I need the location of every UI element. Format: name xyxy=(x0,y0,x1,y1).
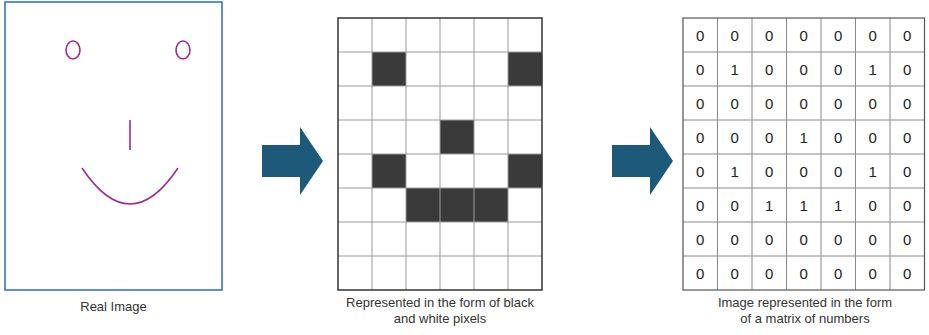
matrix-cell: 0 xyxy=(890,120,925,154)
matrix-cell: 0 xyxy=(752,52,787,86)
matrix-cell: 0 xyxy=(683,222,718,256)
image-frame xyxy=(5,2,222,290)
matrix-cell: 1 xyxy=(787,120,822,154)
matrix-cell: 0 xyxy=(787,154,822,188)
matrix-cell: 0 xyxy=(821,120,856,154)
matrix-cell: 1 xyxy=(718,52,753,86)
matrix-cell: 0 xyxy=(821,222,856,256)
matrix-grid-lines xyxy=(683,18,925,290)
caption-text: Image represented in the form of a matri… xyxy=(715,295,895,327)
block-arrow xyxy=(612,127,673,195)
matrix-cell: 0 xyxy=(890,256,925,290)
pixel-grid-lines xyxy=(338,18,542,290)
matrix-cell: 0 xyxy=(821,86,856,120)
matrix-cell: 0 xyxy=(718,188,753,222)
matrix-cell: 0 xyxy=(683,52,718,86)
matrix-cell: 0 xyxy=(752,154,787,188)
matrix-cell: 1 xyxy=(752,188,787,222)
matrix-cell: 0 xyxy=(787,86,822,120)
matrix-cell: 0 xyxy=(821,154,856,188)
matrix-cell: 0 xyxy=(718,256,753,290)
matrix-cell: 0 xyxy=(683,120,718,154)
matrix-cell: 0 xyxy=(683,256,718,290)
matrix-cell: 0 xyxy=(890,86,925,120)
matrix-cell: 0 xyxy=(718,18,753,52)
matrix-cell: 0 xyxy=(856,222,891,256)
matrix-cell: 0 xyxy=(752,222,787,256)
matrix-cell: 0 xyxy=(890,52,925,86)
matrix-cell: 0 xyxy=(856,86,891,120)
matrix-cell: 0 xyxy=(856,256,891,290)
pixel-grid-border xyxy=(338,18,542,290)
matrix-cell: 0 xyxy=(683,86,718,120)
matrix-border xyxy=(683,18,925,290)
matrix-cell: 1 xyxy=(821,188,856,222)
matrix-cell: 0 xyxy=(718,86,753,120)
matrix-cell: 0 xyxy=(683,18,718,52)
matrix-cell: 0 xyxy=(718,222,753,256)
matrix-cell: 0 xyxy=(752,120,787,154)
matrix-cell: 0 xyxy=(787,256,822,290)
matrix-cell: 0 xyxy=(752,86,787,120)
matrix-cell: 0 xyxy=(856,120,891,154)
matrix-cell: 0 xyxy=(787,52,822,86)
matrix-cell: 0 xyxy=(787,18,822,52)
matrix-cell: 0 xyxy=(890,154,925,188)
matrix-cell: 0 xyxy=(752,18,787,52)
matrix-cell: 0 xyxy=(821,52,856,86)
matrix-cell: 0 xyxy=(890,188,925,222)
matrix-cell: 0 xyxy=(683,154,718,188)
matrix-cell: 0 xyxy=(890,18,925,52)
matrix-cell: 0 xyxy=(821,256,856,290)
matrix-cell: 0 xyxy=(683,188,718,222)
dark-pixels xyxy=(372,52,542,222)
matrix-cell: 1 xyxy=(718,154,753,188)
matrix-cell: 0 xyxy=(856,18,891,52)
matrix-cell: 1 xyxy=(787,188,822,222)
matrix-cell: 0 xyxy=(856,188,891,222)
block-arrow xyxy=(262,127,323,195)
matrix-cell: 1 xyxy=(856,154,891,188)
matrix-cell: 0 xyxy=(890,222,925,256)
matrix-cell: 1 xyxy=(856,52,891,86)
matrix-cell: 0 xyxy=(752,256,787,290)
matrix-cell: 0 xyxy=(821,18,856,52)
matrix-cell: 0 xyxy=(718,120,753,154)
caption-text: Real Image xyxy=(5,299,222,315)
caption-text: Represented in the form of black and whi… xyxy=(345,295,535,327)
smiley-face xyxy=(66,41,190,204)
matrix-cell: 0 xyxy=(787,222,822,256)
